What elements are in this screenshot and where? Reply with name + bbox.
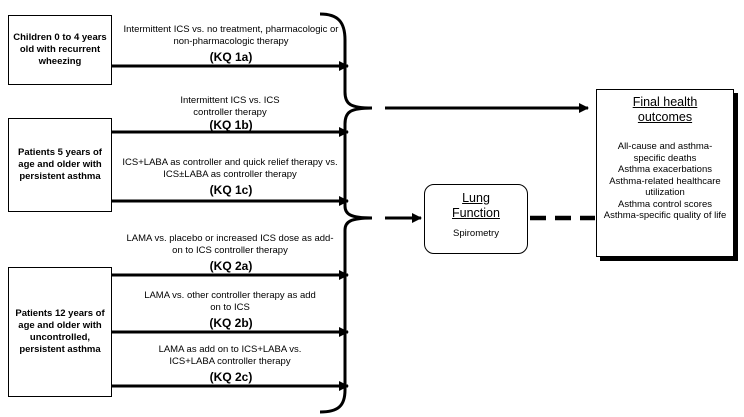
kq-label: (KQ 1a) (209, 50, 253, 64)
final-outcomes-box: Final health outcomes All-cause and asth… (596, 89, 734, 257)
kq-label: (KQ 1c) (209, 183, 253, 197)
outcome-item: Asthma-specific quality of life (603, 210, 727, 221)
comparison-kq1c: ICS+LABA as controller and quick relief … (122, 157, 338, 180)
comparison-kq1a: Intermittent ICS vs. no treatment, pharm… (123, 24, 339, 47)
comparison-kq2b: LAMA vs. other controller therapy as add… (144, 290, 316, 313)
kq-label: (KQ 1b) (209, 118, 253, 132)
outcome-item: Asthma control scores (618, 198, 712, 210)
comparison-kq1b: Intermittent ICS vs. ICS controller ther… (180, 95, 280, 118)
outcome-item: Asthma exacerbations (618, 164, 712, 175)
lung-function-subtitle: Spirometry (453, 228, 499, 239)
population-box-children: Children 0 to 4 years old with recurrent… (8, 15, 112, 85)
outcome-list: All-cause and asthma-specific deaths Ast… (597, 141, 733, 222)
lung-function-box: Lung Function Spirometry (424, 184, 528, 254)
lung-function-title: Lung Function (452, 191, 500, 220)
population-label: Patients 12 years of age and older with … (15, 308, 105, 355)
outcome-item: Asthma-related healthcare utilization (609, 175, 721, 199)
outcome-brace (319, 12, 373, 414)
kq-label: (KQ 2a) (209, 259, 253, 273)
population-label: Children 0 to 4 years old with recurrent… (13, 32, 107, 67)
final-outcomes-title: Final health outcomes (632, 95, 698, 124)
kq-label: (KQ 2c) (209, 370, 253, 384)
population-box-5plus: Patients 5 years of age and older with p… (8, 118, 112, 212)
population-box-12plus: Patients 12 years of age and older with … (8, 267, 112, 397)
comparison-kq2a: LAMA vs. placebo or increased ICS dose a… (126, 233, 334, 256)
kq-label: (KQ 2b) (209, 316, 253, 330)
comparison-kq2c: LAMA as add on to ICS+LABA vs. ICS+LABA … (158, 344, 302, 367)
outcome-item: All-cause and asthma-specific deaths (617, 141, 713, 164)
population-label: Patients 5 years of age and older with p… (18, 147, 102, 182)
